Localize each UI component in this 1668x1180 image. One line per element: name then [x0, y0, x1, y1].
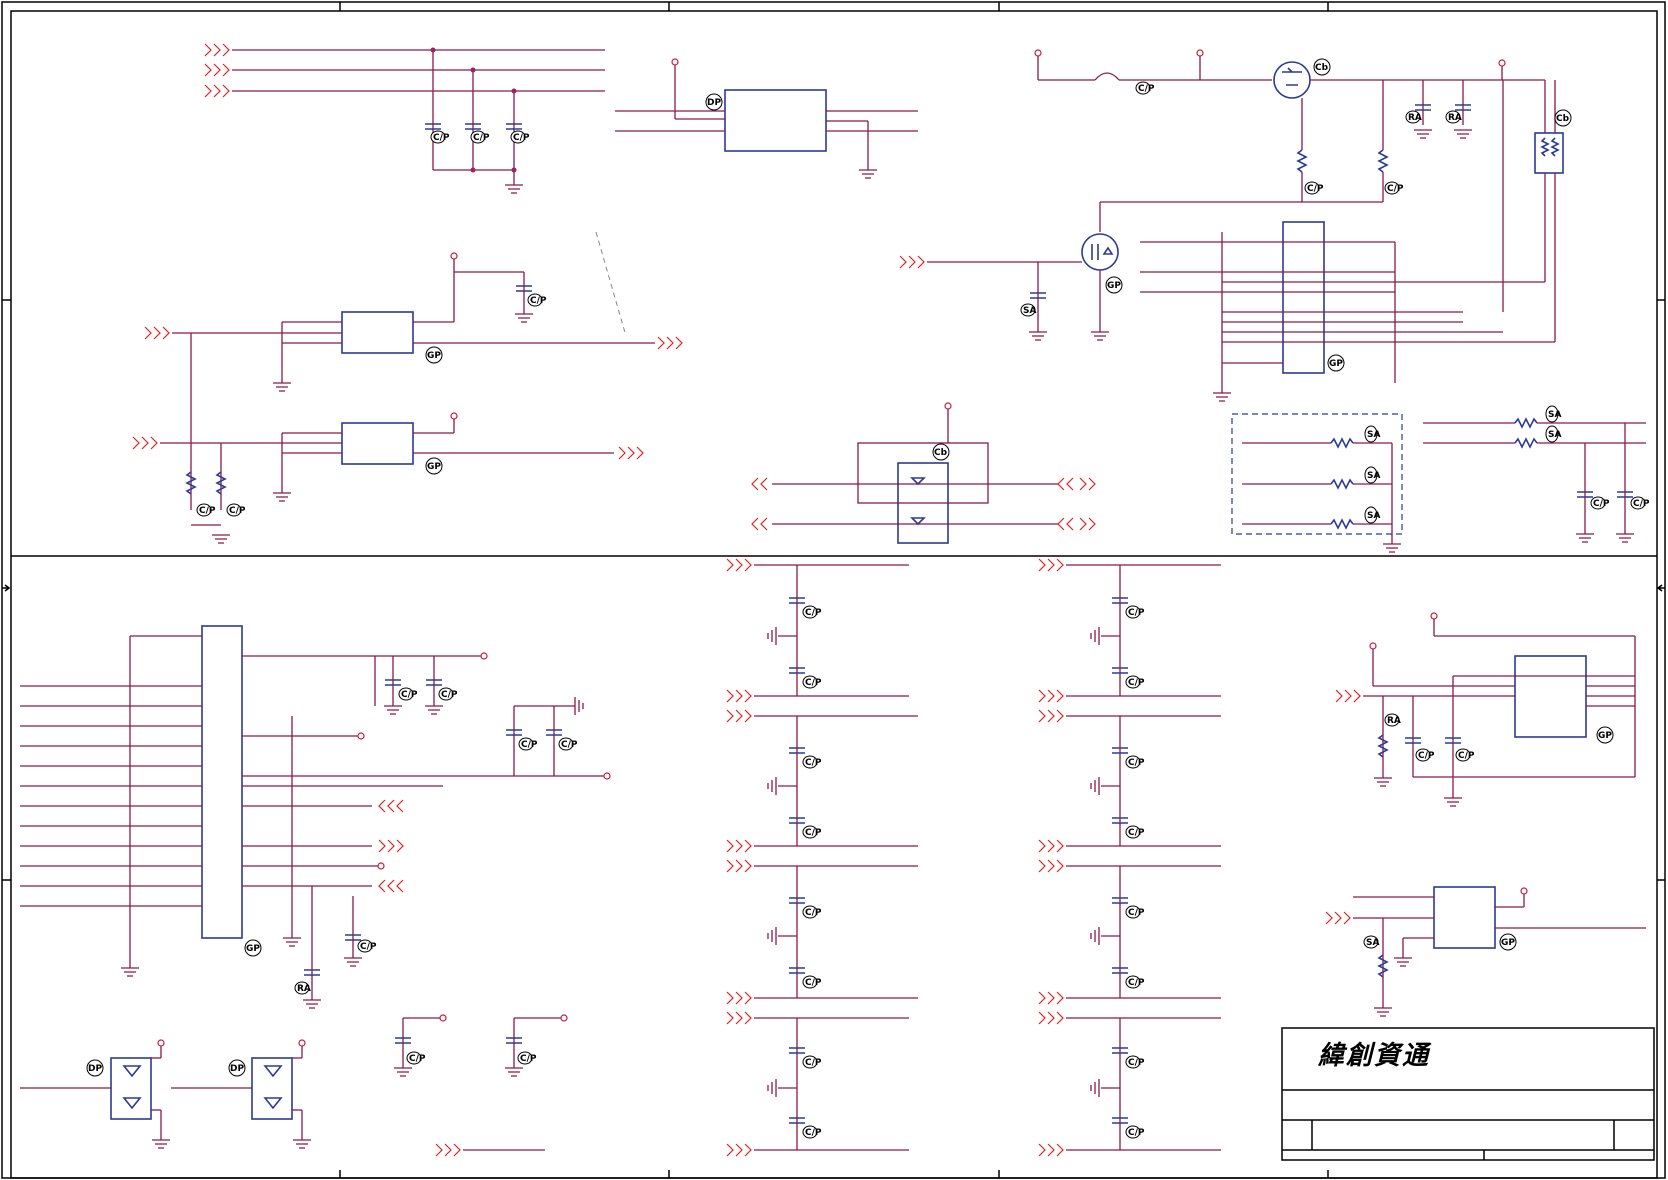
- svg-text:C/P: C/P: [520, 1054, 537, 1064]
- decoupling-column-left: [726, 558, 918, 1157]
- power-switch-block: [899, 49, 1564, 402]
- svg-text:C/P: C/P: [521, 740, 538, 750]
- svg-text:C/P: C/P: [441, 690, 458, 700]
- svg-text:C/P: C/P: [805, 908, 822, 918]
- svg-text:C/P: C/P: [409, 1054, 426, 1064]
- svg-text:C/P: C/P: [1458, 751, 1475, 761]
- svg-text:C/P: C/P: [513, 133, 530, 143]
- svg-text:C/P: C/P: [199, 506, 216, 516]
- svg-text:C/P: C/P: [1307, 184, 1324, 194]
- ic-u5: [1325, 886, 1646, 1017]
- svg-text:C/P: C/P: [805, 758, 822, 768]
- svg-text:C/P: C/P: [1633, 499, 1650, 509]
- svg-text:GP: GP: [246, 944, 260, 954]
- decoupling-column-right: [1038, 558, 1221, 1157]
- svg-text:RA: RA: [297, 984, 311, 994]
- esd-diode-d1: [20, 1039, 170, 1149]
- svg-text:C/P: C/P: [1128, 608, 1145, 618]
- ic-u4: [1335, 612, 1636, 807]
- esd-diode-d2: [171, 1039, 311, 1149]
- svg-text:DP: DP: [88, 1064, 102, 1074]
- svg-text:GP: GP: [1501, 938, 1515, 948]
- svg-text:C/P: C/P: [1128, 758, 1145, 768]
- svg-text:Cb: Cb: [1556, 114, 1570, 124]
- svg-text:C/P: C/P: [805, 608, 822, 618]
- svg-text:SA: SA: [1367, 511, 1380, 521]
- svg-text:GP: GP: [427, 462, 441, 472]
- svg-text:SA: SA: [1548, 430, 1561, 440]
- svg-text:C/P: C/P: [1138, 84, 1155, 94]
- title-block: [1281, 1027, 1655, 1161]
- svg-text:RA: RA: [1408, 113, 1422, 123]
- connector-j1: [20, 625, 611, 1009]
- part-tag: C/P C/P C/P DP C/P GP GP C/P C/P Cb C/P …: [86, 58, 1650, 1139]
- svg-text:C/P: C/P: [1128, 1058, 1145, 1068]
- svg-text:C/P: C/P: [1128, 828, 1145, 838]
- svg-text:C/P: C/P: [360, 942, 377, 952]
- svg-text:C/P: C/P: [401, 690, 418, 700]
- bus-input-group: [204, 43, 605, 194]
- svg-text:SA: SA: [1366, 938, 1379, 948]
- svg-text:DP: DP: [230, 1064, 244, 1074]
- svg-text:Cb: Cb: [1315, 63, 1329, 73]
- resistor-network: [1231, 413, 1646, 553]
- svg-text:C/P: C/P: [530, 296, 547, 306]
- svg-text:C/P: C/P: [433, 133, 450, 143]
- svg-text:C/P: C/P: [1418, 751, 1435, 761]
- svg-text:SA: SA: [1023, 306, 1036, 316]
- svg-text:RA: RA: [1387, 716, 1401, 726]
- svg-text:GP: GP: [1598, 731, 1612, 741]
- svg-text:GP: GP: [1107, 281, 1121, 291]
- ldo-u2: [144, 231, 683, 392]
- svg-text:C/P: C/P: [1128, 1128, 1145, 1138]
- svg-text:C/P: C/P: [805, 678, 822, 688]
- svg-text:GP: GP: [1329, 359, 1343, 369]
- svg-text:SA: SA: [1367, 471, 1380, 481]
- svg-text:C/P: C/P: [805, 1128, 822, 1138]
- svg-text:C/P: C/P: [805, 828, 822, 838]
- level-shifter-q: [751, 402, 1096, 544]
- svg-text:C/P: C/P: [1387, 184, 1404, 194]
- svg-text:C/P: C/P: [1593, 499, 1610, 509]
- svg-text:SA: SA: [1367, 430, 1380, 440]
- title-block-company-name: 緯創資通: [1318, 1041, 1431, 1071]
- svg-text:C/P: C/P: [229, 506, 246, 516]
- svg-text:C/P: C/P: [1128, 678, 1145, 688]
- svg-text:C/P: C/P: [473, 133, 490, 143]
- svg-text:C/P: C/P: [1128, 978, 1145, 988]
- regulator-u1: [615, 58, 918, 179]
- svg-text:C/P: C/P: [805, 1058, 822, 1068]
- svg-text:DP: DP: [707, 98, 721, 108]
- svg-text:GP: GP: [427, 351, 441, 361]
- svg-text:SA: SA: [1548, 410, 1561, 420]
- svg-text:C/P: C/P: [805, 978, 822, 988]
- svg-text:C/P: C/P: [1128, 908, 1145, 918]
- svg-text:C/P: C/P: [561, 740, 578, 750]
- svg-text:Cb: Cb: [934, 448, 948, 458]
- ldo-u3: [132, 333, 644, 544]
- svg-text:RA: RA: [1448, 113, 1462, 123]
- bulk-capacitors: [394, 1014, 568, 1157]
